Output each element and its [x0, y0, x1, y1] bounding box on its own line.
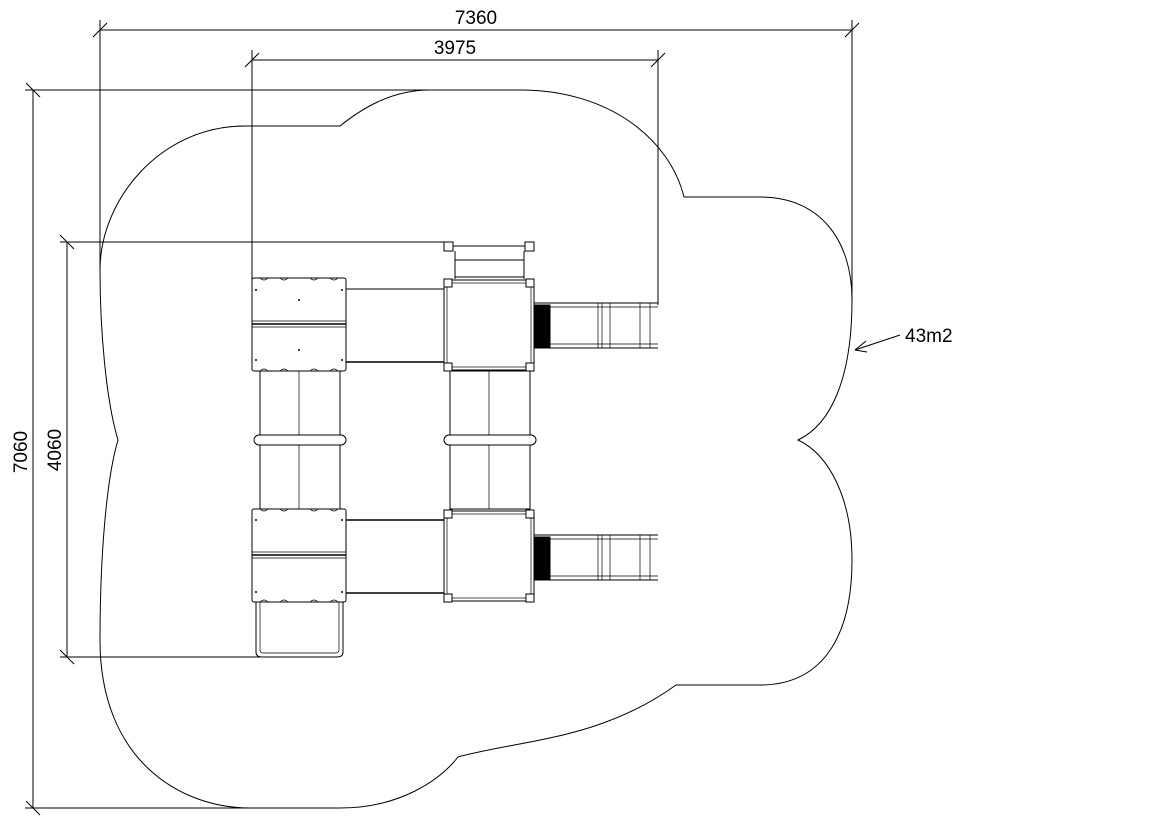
right-top-slide	[533, 302, 658, 349]
area-label: 43m2	[905, 326, 953, 347]
dimension-7060-label: 7060	[11, 431, 32, 473]
right-top-platform	[443, 278, 535, 372]
dimension-3975: 3975	[244, 38, 666, 305]
dimension-3975-label: 3975	[434, 38, 476, 59]
right-bottom-slide	[533, 534, 658, 581]
bridge-bottom	[346, 519, 444, 594]
dimension-7360: 7360	[92, 8, 860, 300]
dimension-4060: 4060	[45, 234, 448, 665]
left-slide-exit	[255, 602, 344, 658]
right-tunnel	[443, 370, 537, 510]
right-top-railing	[443, 241, 535, 279]
safety-zone-outline	[99, 89, 853, 809]
left-top-panel	[251, 277, 347, 372]
left-tunnel	[253, 370, 347, 510]
dimension-7060: 7060	[11, 82, 520, 816]
area-callout: 43m2	[854, 326, 953, 353]
dimension-4060-label: 4060	[45, 429, 66, 471]
bridge-top	[346, 288, 444, 363]
left-bottom-panel	[251, 508, 347, 603]
right-bottom-platform	[443, 509, 535, 603]
dimension-7360-label: 7360	[455, 8, 497, 29]
